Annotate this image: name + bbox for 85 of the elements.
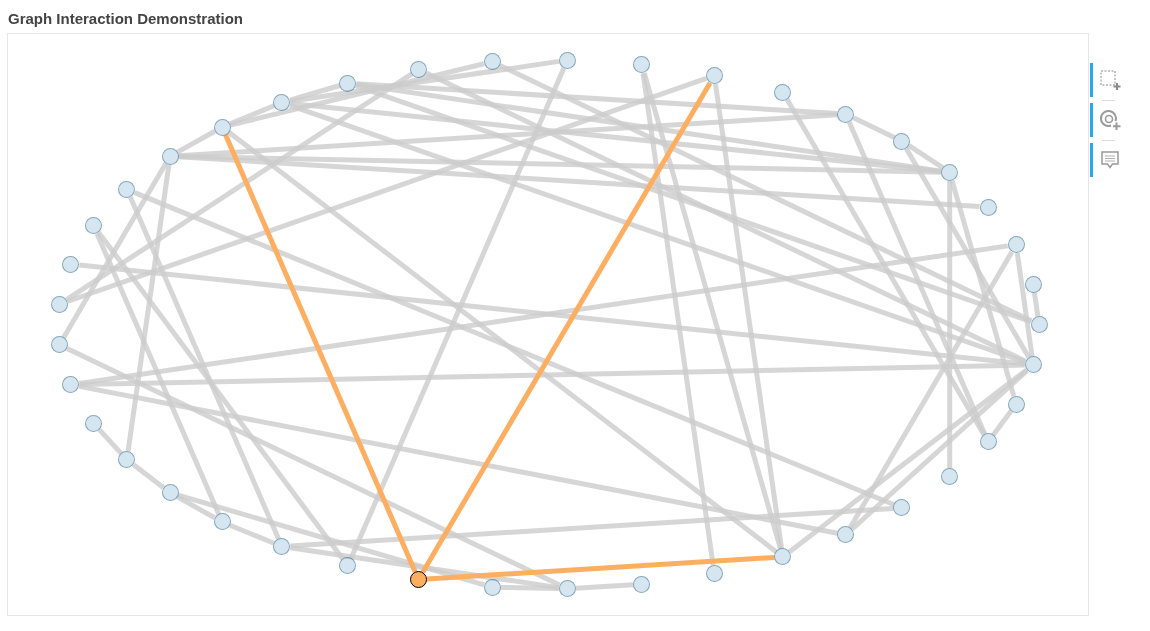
graph-node (558, 51, 576, 69)
graph-node (774, 548, 792, 566)
edge-line (97, 427, 123, 456)
edge-line (713, 83, 785, 549)
edge-line (904, 147, 1032, 359)
edge-line (850, 368, 1029, 531)
edge-line (96, 230, 345, 561)
edge-line (229, 61, 485, 128)
graph-node (213, 118, 231, 136)
chart-title: Graph Interaction Demonstration (8, 9, 244, 29)
edge-line (947, 180, 953, 469)
edge-line (178, 154, 980, 210)
edge-line (125, 164, 172, 452)
edge-line (575, 582, 634, 591)
edge-line (425, 70, 1027, 364)
edge-line (355, 83, 1032, 325)
edge-line (846, 120, 987, 436)
graph-node (893, 499, 911, 517)
edge-line (229, 522, 275, 546)
selected-graph-node (410, 571, 427, 589)
graph-node (633, 56, 651, 74)
graph-node (979, 433, 997, 451)
edge-line (640, 72, 716, 566)
edge-line (78, 383, 838, 536)
edge-line (949, 179, 1017, 397)
graph-node (339, 74, 357, 92)
edge-line (79, 362, 1025, 388)
graph-node (633, 575, 651, 593)
graph-node (50, 295, 68, 313)
edge-line (133, 190, 896, 507)
graph-node (1007, 395, 1025, 413)
graph-node (774, 83, 792, 101)
graph-node (50, 336, 68, 354)
graph-node (705, 67, 723, 85)
graph-node (558, 580, 576, 598)
graph-node (1007, 236, 1025, 254)
graph-node (1024, 356, 1042, 374)
graph-node (161, 484, 179, 502)
graph-node (483, 53, 501, 71)
graph-node (1030, 316, 1048, 333)
graph-node (213, 513, 231, 531)
edge-line (65, 72, 413, 302)
edge-line (61, 162, 168, 339)
graph-node (893, 132, 911, 150)
graph-node (941, 163, 959, 181)
edge-line (852, 115, 896, 140)
edge-line (66, 346, 561, 588)
graph-node (483, 578, 501, 596)
edge-line (290, 505, 894, 549)
edge-line (66, 76, 708, 304)
graph-node (85, 217, 103, 235)
graph-node (273, 538, 291, 555)
edge-line (500, 584, 559, 592)
edge-line (1031, 292, 1041, 317)
edge-line (176, 129, 216, 155)
graph-node (941, 468, 959, 486)
graph-node (273, 94, 291, 111)
edge-line (289, 58, 560, 104)
graph-node (85, 414, 103, 432)
edge-line (1014, 252, 1035, 357)
edge-line (94, 232, 222, 516)
graph-node (979, 198, 997, 216)
edge-line (177, 492, 485, 588)
graph-node (410, 60, 427, 78)
graph-node (1024, 275, 1042, 293)
edge-line (223, 133, 418, 573)
edge-line (848, 250, 1014, 529)
edge-line (420, 81, 713, 574)
graph-node (118, 451, 136, 469)
graph-node (837, 526, 855, 544)
graph-node (62, 255, 80, 273)
edge-line (132, 462, 165, 490)
edge-line (128, 196, 281, 540)
edge-line (426, 554, 775, 582)
graph-node (705, 564, 723, 582)
graph-node (62, 376, 80, 394)
graph-node (837, 105, 855, 123)
graph-node (118, 180, 136, 198)
edge-line (991, 409, 1014, 437)
graph-node (339, 557, 357, 575)
edge-line (227, 130, 778, 554)
edge-line (356, 81, 838, 117)
graph-node (161, 147, 179, 165)
edge-line (907, 143, 944, 170)
edge-line (498, 63, 1033, 324)
